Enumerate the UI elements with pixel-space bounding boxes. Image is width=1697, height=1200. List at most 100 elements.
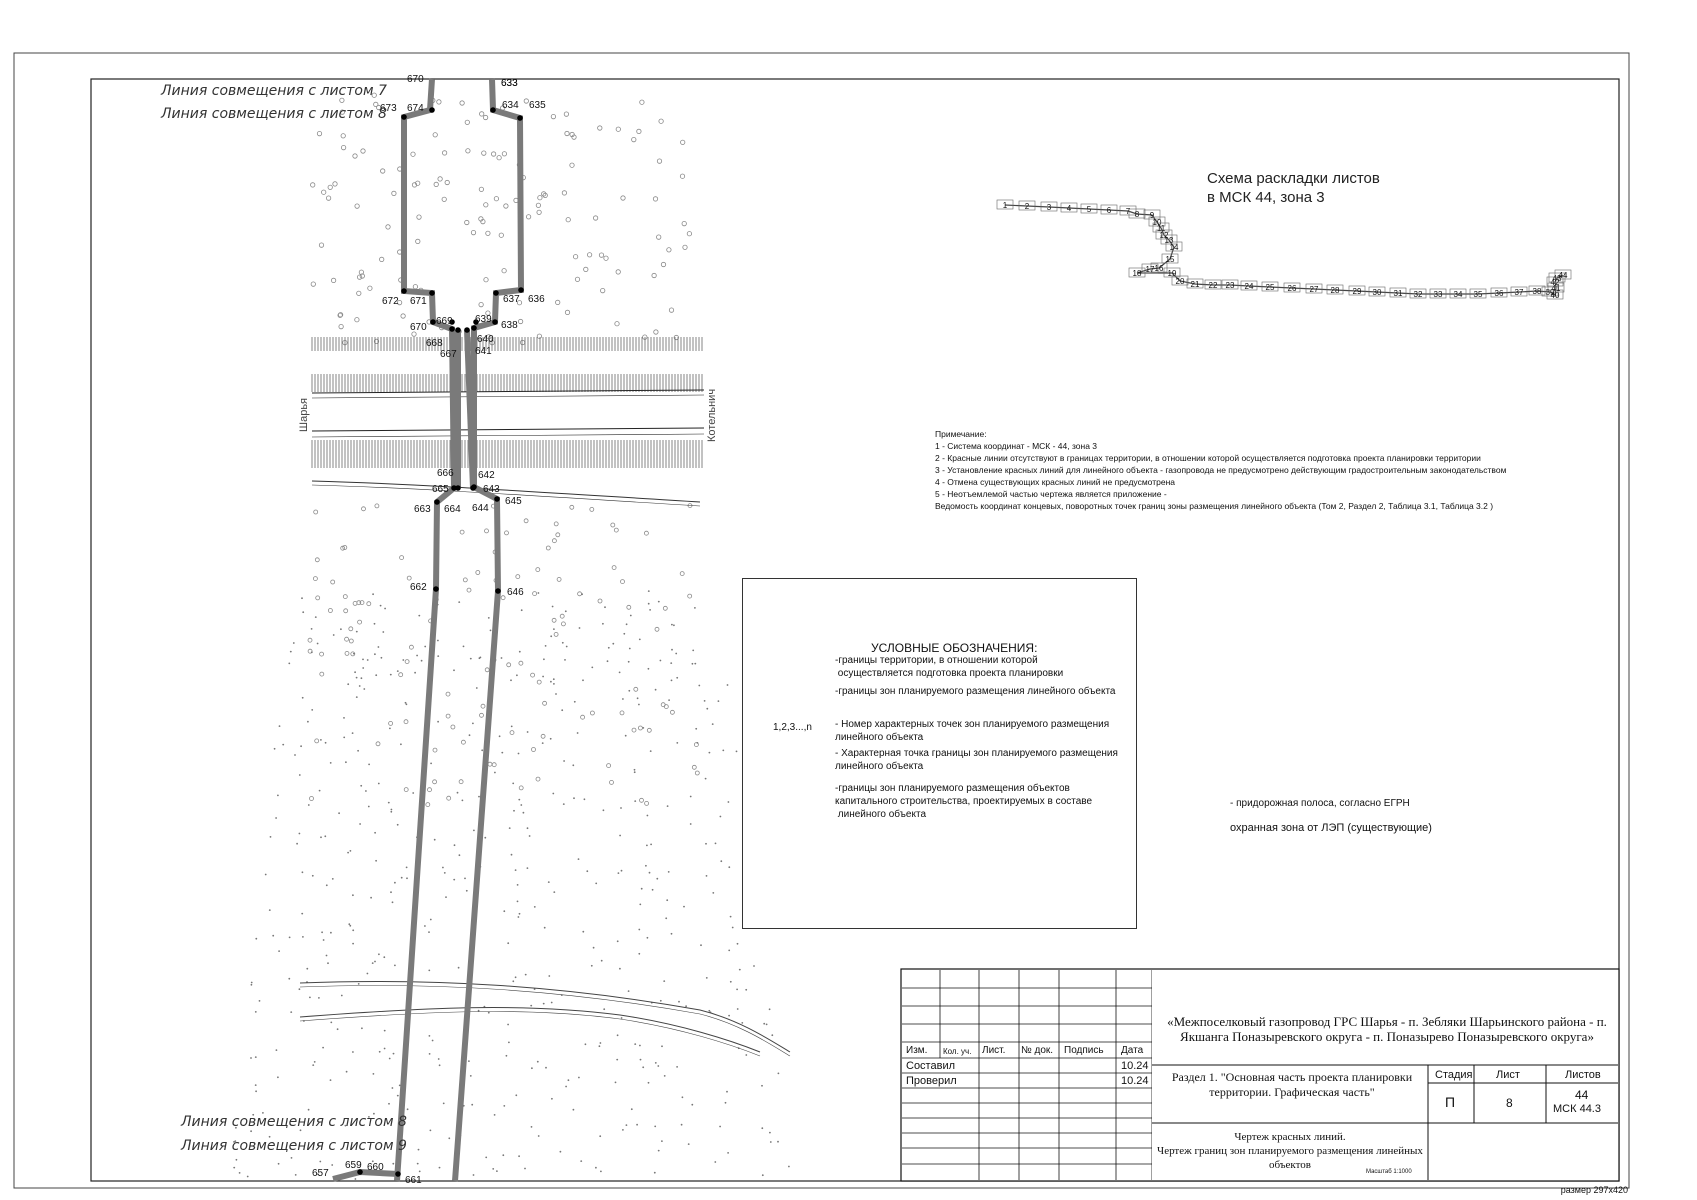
power-line-zone-label: охранная зона от ЛЭП (существующие)	[1230, 822, 1432, 834]
field-dot	[642, 1066, 645, 1069]
field-dot	[530, 1126, 533, 1128]
field-dot	[647, 667, 650, 670]
point-number-label: 664	[444, 504, 461, 515]
tree-symbol	[639, 99, 645, 105]
field-dot	[352, 929, 355, 932]
tree-symbol	[380, 168, 386, 174]
field-dot	[428, 1035, 431, 1037]
field-dot	[329, 1079, 332, 1081]
scheme-sheet-number: 31	[1394, 289, 1403, 298]
field-dot	[771, 1034, 774, 1037]
scheme-sheet-number: 39	[1546, 288, 1555, 297]
scheme-sheet-frame	[1143, 209, 1161, 220]
tree-symbol	[609, 780, 614, 785]
field-dot	[487, 617, 490, 619]
characteristic-point	[429, 290, 435, 296]
tree-symbol	[662, 605, 668, 611]
field-dot	[324, 741, 327, 744]
point-number-label: 646	[507, 587, 524, 598]
point-number-label: 674	[407, 103, 424, 114]
field-dot	[255, 1090, 257, 1093]
field-dot	[651, 888, 654, 891]
point-number-label: 662	[410, 582, 427, 593]
tree-symbol	[626, 604, 632, 610]
boundary-right-upper	[452, 78, 525, 1182]
field-dot	[552, 792, 555, 795]
field-dot	[345, 761, 347, 764]
tree-symbol	[327, 608, 333, 613]
field-dot	[705, 875, 708, 877]
field-dot	[400, 876, 403, 879]
field-dot	[656, 877, 659, 880]
field-dot	[362, 667, 365, 669]
field-dot	[659, 659, 662, 662]
tree-symbol	[483, 202, 489, 208]
field-dot	[717, 700, 720, 702]
field-dot	[429, 1129, 432, 1132]
legend-item-zone: -границы зон планируемого размещения лин…	[835, 686, 1116, 697]
point-number-label: 639	[475, 314, 492, 325]
tree-symbol	[352, 601, 358, 606]
tree-symbol	[597, 598, 603, 604]
field-dot	[361, 1027, 363, 1030]
field-dot	[612, 642, 615, 645]
field-dot	[325, 884, 328, 887]
tree-symbol	[391, 190, 397, 196]
field-dot	[384, 607, 386, 610]
scheme-sheet-frame	[1128, 208, 1146, 219]
tree-symbol	[611, 565, 617, 570]
field-dot	[414, 671, 416, 674]
field-dot	[627, 990, 630, 992]
field-dot	[657, 1149, 660, 1152]
scheme-sheet-frame	[1368, 286, 1386, 297]
scheme-sheet-number: 12	[1160, 231, 1169, 240]
field-dot	[358, 685, 361, 687]
stage-label: Стадия	[1435, 1069, 1473, 1081]
tree-symbol	[470, 230, 477, 236]
scheme-sheet-number: 24	[1245, 282, 1254, 291]
field-dot	[503, 1105, 506, 1107]
field-dot	[618, 671, 621, 674]
tree-symbol	[487, 761, 493, 767]
field-dot	[507, 1023, 509, 1026]
field-dot	[318, 789, 321, 792]
tree-symbol	[357, 619, 363, 625]
field-dot	[595, 1166, 597, 1169]
scheme-sheet-frame	[1261, 281, 1279, 292]
tree-symbol	[314, 557, 320, 563]
field-dot	[389, 727, 391, 730]
field-dot	[272, 934, 275, 937]
field-dot	[705, 977, 708, 979]
field-dot	[590, 964, 593, 967]
notes-title: Примечание:	[935, 429, 987, 439]
title-block-right-lines	[1152, 1064, 1618, 1180]
field-dot	[292, 642, 295, 644]
field-dot	[640, 887, 643, 890]
field-dot	[355, 630, 358, 633]
rail-line-4	[311, 433, 705, 438]
field-dot	[639, 1058, 642, 1061]
field-dot	[374, 960, 376, 963]
header-signature: Подпись	[1064, 1045, 1104, 1056]
field-dot	[537, 592, 540, 594]
tree-symbol	[330, 277, 337, 283]
field-dot	[445, 896, 447, 898]
characteristic-point	[464, 327, 470, 333]
scheme-sheet-number: 40	[1551, 291, 1560, 300]
tree-symbol	[516, 300, 523, 306]
field-dot	[663, 1075, 666, 1077]
field-dot	[708, 751, 711, 754]
field-dot	[370, 896, 372, 899]
tree-symbol	[433, 181, 439, 187]
field-dot	[349, 924, 352, 927]
field-dot	[620, 1017, 623, 1019]
field-dot	[537, 1135, 540, 1137]
field-dot	[671, 623, 673, 626]
field-dot	[599, 1042, 602, 1044]
tree-symbol	[589, 506, 595, 512]
field-dot	[343, 736, 346, 739]
field-dot	[418, 614, 421, 617]
tree-symbol	[592, 215, 599, 221]
field-dot	[708, 1009, 711, 1012]
